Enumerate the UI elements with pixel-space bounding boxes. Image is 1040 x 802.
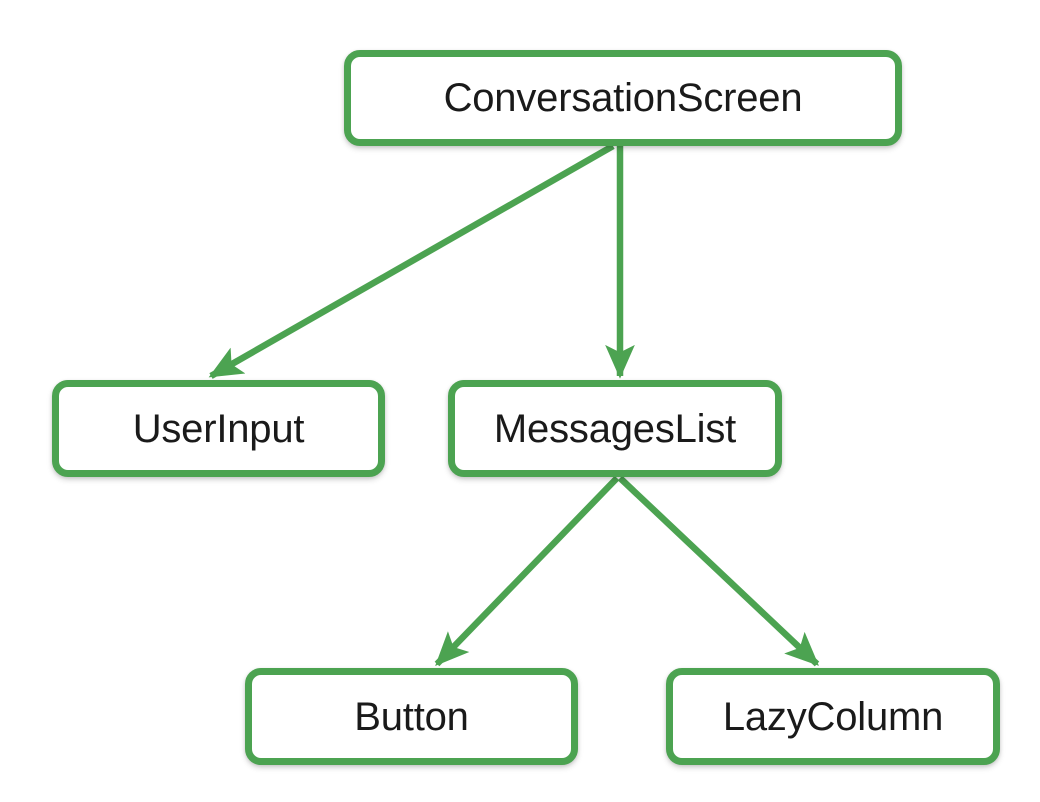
node-lazycolumn[interactable]: LazyColumn: [666, 668, 1000, 765]
node-label: Button: [354, 694, 469, 739]
node-button[interactable]: Button: [245, 668, 578, 765]
node-label: UserInput: [132, 406, 305, 451]
node-label: ConversationScreen: [443, 76, 803, 120]
node-messageslist[interactable]: MessagesList: [448, 380, 782, 477]
edge-messageslist-button: [434, 475, 620, 667]
edge-messageslist-lazycolumn: [617, 475, 820, 667]
edge-conversationscreen-userinput: [208, 143, 615, 379]
node-conversationscreen[interactable]: ConversationScreen: [344, 50, 902, 146]
node-userinput[interactable]: UserInput: [52, 380, 385, 477]
node-label: MessagesList: [493, 406, 737, 451]
node-label: LazyColumn: [722, 694, 944, 739]
